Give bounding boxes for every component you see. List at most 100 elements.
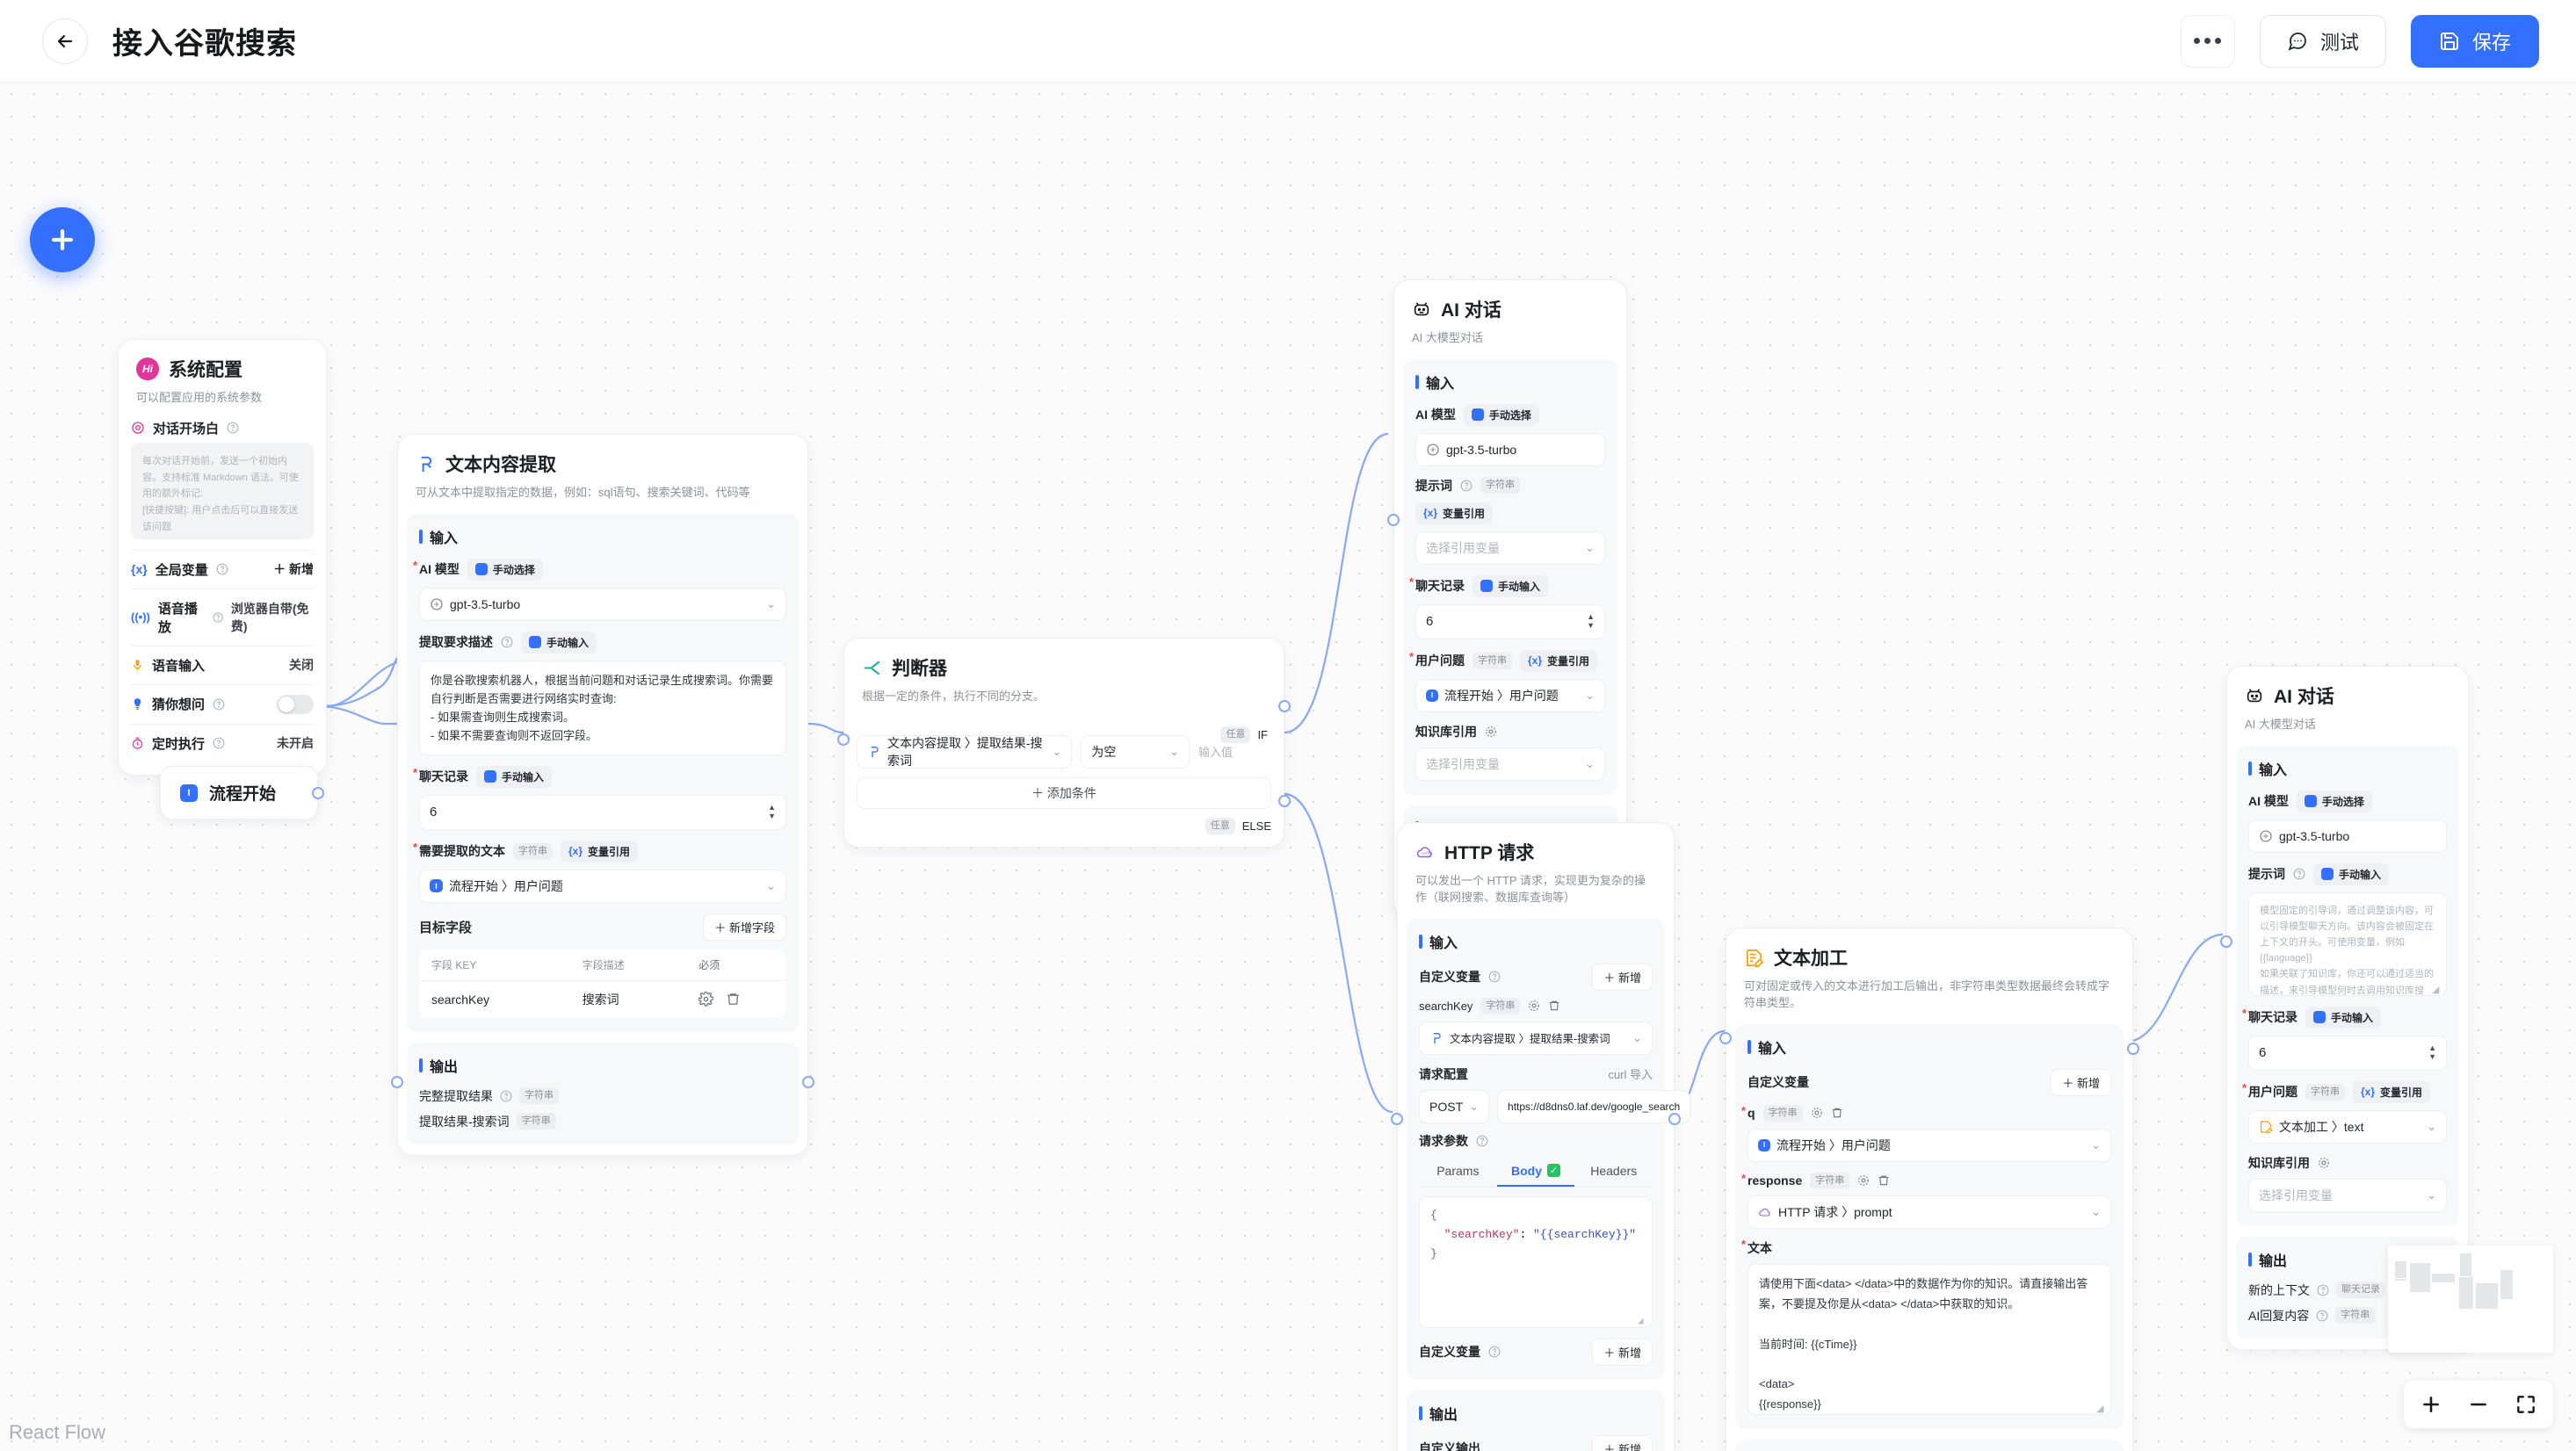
handle-extract-out[interactable] bbox=[802, 1076, 814, 1088]
stepper-up-icon[interactable]: ▲ bbox=[768, 803, 776, 812]
table-row[interactable]: searchKey 搜索词 bbox=[419, 979, 786, 1018]
gear-icon[interactable] bbox=[1485, 726, 1497, 738]
kb-select[interactable]: 选择引用变量 ⌄ bbox=[2248, 1178, 2447, 1212]
body-code-editor[interactable]: { "searchKey": "{{searchKey}}" } ◢ bbox=[1419, 1195, 1653, 1328]
back-button[interactable] bbox=[42, 18, 88, 64]
stepper-down-icon[interactable]: ▼ bbox=[2428, 1052, 2436, 1062]
curl-import-button[interactable]: curl 导入 bbox=[1608, 1068, 1653, 1082]
node-text-extract[interactable]: 文本内容提取 可从文本中提取指定的数据，例如：sql语句、搜索关键词、代码等 输… bbox=[391, 434, 814, 1156]
stepper-up-icon[interactable]: ▲ bbox=[2428, 1043, 2436, 1053]
help-icon[interactable] bbox=[2293, 868, 2305, 880]
question-select[interactable]: I 流程开始 〉用户问题 ⌄ bbox=[1415, 678, 1605, 712]
stepper-down-icon[interactable]: ▼ bbox=[768, 812, 776, 821]
minimap[interactable] bbox=[2388, 1245, 2553, 1353]
var-response-select[interactable]: HTTP 请求 〉prompt ⌄ bbox=[1747, 1195, 2111, 1230]
resize-handle-icon[interactable]: ◢ bbox=[2096, 1404, 2104, 1415]
gear-icon[interactable] bbox=[698, 992, 714, 1007]
help-icon[interactable] bbox=[213, 737, 225, 749]
handle-aichat1-in[interactable] bbox=[1387, 514, 1400, 526]
history-stepper[interactable]: 6 ▲▼ bbox=[2248, 1035, 2447, 1071]
handle-condition-in[interactable] bbox=[837, 733, 850, 746]
handle-aichat2-in[interactable] bbox=[2220, 935, 2232, 948]
zoom-in-button[interactable] bbox=[2420, 1393, 2442, 1416]
zoom-controls[interactable] bbox=[2404, 1381, 2553, 1428]
config-row-guess-ask[interactable]: 猜你想问 bbox=[131, 683, 314, 724]
help-icon[interactable] bbox=[501, 636, 513, 648]
tab-headers[interactable]: Headers bbox=[1590, 1163, 1638, 1178]
custom-var-select[interactable]: 文本内容提取 〉提取结果-搜索词 ⌄ bbox=[1419, 1021, 1653, 1055]
stepper-arrows[interactable]: ▲▼ bbox=[768, 803, 776, 821]
handle-http-out[interactable] bbox=[1668, 1113, 1681, 1125]
manual-input-chip[interactable]: 手动输入 bbox=[2305, 1006, 2382, 1029]
add-output-button[interactable]: ＋ 新增 bbox=[1592, 1434, 1653, 1451]
source-select[interactable]: I 流程开始 〉用户问题 ⌄ bbox=[419, 869, 786, 903]
var-reference-chip[interactable]: {x}变量引用 bbox=[2353, 1080, 2431, 1103]
config-row-scheduled[interactable]: 定时执行 未开启 bbox=[131, 723, 314, 762]
var-reference-chip[interactable]: {x}变量引用 bbox=[1520, 649, 1598, 672]
gear-icon[interactable] bbox=[2318, 1157, 2330, 1169]
trash-icon[interactable] bbox=[1878, 1174, 1890, 1187]
handle-http-in[interactable] bbox=[1391, 1113, 1403, 1125]
gear-icon[interactable] bbox=[1528, 1000, 1540, 1012]
trash-icon[interactable] bbox=[1548, 1000, 1560, 1012]
manual-input-chip[interactable]: 手动输入 bbox=[1473, 574, 1549, 597]
kb-select[interactable]: 选择引用变量 ⌄ bbox=[1415, 747, 1605, 781]
history-stepper[interactable]: 6 ▲▼ bbox=[1415, 603, 1605, 639]
node-text-process[interactable]: 文本加工 可对固定或传入的文本进行加工后输出，非字符串类型数据最终会转成字符串类… bbox=[1719, 928, 2139, 1451]
help-icon[interactable] bbox=[213, 698, 225, 711]
help-icon[interactable] bbox=[1460, 480, 1473, 492]
add-node-button[interactable] bbox=[30, 207, 95, 272]
help-icon[interactable] bbox=[227, 422, 239, 434]
manual-input-chip[interactable]: 手动输入 bbox=[476, 765, 553, 788]
request-params-tabs[interactable]: Params Body ✓ Headers bbox=[1419, 1157, 1653, 1188]
stepper-up-icon[interactable]: ▲ bbox=[1587, 612, 1595, 622]
tab-params[interactable]: Params bbox=[1436, 1163, 1480, 1178]
prompt-textarea[interactable]: 模型固定的引导词，通过调整该内容，可以引导模型聊天方向。该内容会被固定在上下文的… bbox=[2248, 892, 2447, 996]
node-system-config[interactable]: Hi 系统配置 可以配置应用的系统参数 对话开场白 每次对话开始前，发送一个初始… bbox=[118, 339, 327, 776]
config-row-global-var[interactable]: {x} 全局变量 ＋ 新增 bbox=[131, 549, 314, 588]
zoom-out-button[interactable] bbox=[2467, 1393, 2490, 1416]
add-custom-var-button-2[interactable]: ＋ 新增 bbox=[1592, 1338, 1653, 1366]
more-options-button[interactable] bbox=[2180, 14, 2235, 68]
manual-input-chip[interactable]: 手动输入 bbox=[521, 631, 597, 653]
config-row-voice-input[interactable]: 语音输入 关闭 bbox=[131, 645, 314, 684]
handle-start-out[interactable] bbox=[312, 786, 324, 799]
manual-select-chip[interactable]: 手动选择 bbox=[1463, 403, 1539, 426]
save-button[interactable]: 保存 bbox=[2410, 14, 2539, 68]
stepper-arrows[interactable]: ▲▼ bbox=[1587, 612, 1595, 631]
help-icon[interactable] bbox=[1476, 1135, 1488, 1147]
var-q-select[interactable]: I 流程开始 〉用户问题 ⌄ bbox=[1747, 1128, 2111, 1162]
node-condition[interactable]: 判断器 根据一定的条件，执行不同的分支。 任意 IF 文本内容提取 〉提取结果-… bbox=[837, 638, 1291, 848]
add-global-var-button[interactable]: ＋ 新增 bbox=[273, 562, 314, 577]
node-http-request[interactable]: HTTP HTTP 请求 可以发出一个 HTTP 请求，实现更为复杂的操作（联网… bbox=[1391, 822, 1691, 1451]
add-custom-var-button[interactable]: ＋ 新增 bbox=[1592, 963, 1653, 991]
condition-value-input[interactable]: 输入值 bbox=[1198, 746, 1233, 760]
opening-textarea[interactable]: 每次对话开始前，发送一个初始内容。支持标准 Markdown 语法。可使用的额外… bbox=[131, 442, 314, 539]
help-icon[interactable] bbox=[2317, 1284, 2329, 1296]
trash-icon[interactable] bbox=[726, 992, 741, 1007]
handle-textprocess-out[interactable] bbox=[2127, 1043, 2139, 1055]
model-select[interactable]: gpt-3.5-turbo bbox=[1415, 432, 1605, 466]
help-icon[interactable] bbox=[213, 611, 223, 624]
prompt-textarea[interactable]: 你是谷歌搜索机器人，根据当前问题和对话记录生成搜索词。你需要自行判断是否需要进行… bbox=[419, 660, 786, 755]
stepper-arrows[interactable]: ▲▼ bbox=[2428, 1043, 2436, 1062]
add-custom-var-button[interactable]: ＋ 新增 bbox=[2051, 1068, 2111, 1096]
fit-view-button[interactable] bbox=[2514, 1393, 2537, 1416]
stepper-down-icon[interactable]: ▼ bbox=[1587, 621, 1595, 631]
gear-icon[interactable] bbox=[1811, 1107, 1823, 1119]
handle-textprocess-in[interactable] bbox=[1719, 1032, 1732, 1044]
text-textarea[interactable]: 请使用下面<data> </data>中的数据作为你的知识。请直接输出答案，不要… bbox=[1747, 1264, 2111, 1416]
handle-extract-in[interactable] bbox=[391, 1076, 403, 1088]
http-url-input[interactable]: https://d8dns0.laf.dev/google_search bbox=[1497, 1089, 1691, 1123]
condition-variable-select[interactable]: 文本内容提取 〉提取结果-搜索词 ⌄ bbox=[857, 734, 1073, 769]
model-select[interactable]: gpt-3.5-turbo ⌄ bbox=[419, 587, 786, 621]
manual-input-chip[interactable]: 手动输入 bbox=[2313, 863, 2390, 885]
handle-condition-else-out[interactable] bbox=[1278, 795, 1291, 807]
question-select[interactable]: 文本加工 〉text ⌄ bbox=[2248, 1109, 2447, 1144]
gear-icon[interactable] bbox=[1857, 1174, 1870, 1187]
manual-select-chip[interactable]: 手动选择 bbox=[467, 558, 543, 581]
resize-handle-icon[interactable]: ◢ bbox=[1638, 1316, 1644, 1327]
help-icon[interactable] bbox=[2316, 1310, 2328, 1322]
var-reference-chip[interactable]: {x}变量引用 bbox=[1415, 502, 1494, 524]
prompt-select[interactable]: 选择引用变量 ⌄ bbox=[1415, 531, 1605, 565]
